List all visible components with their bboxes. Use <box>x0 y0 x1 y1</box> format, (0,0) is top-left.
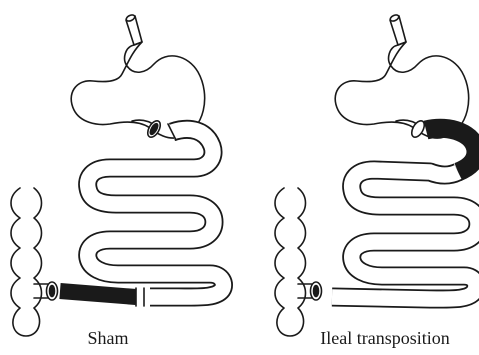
ileal-esophagus <box>389 14 406 45</box>
ileal-duodenal-junction <box>396 119 427 140</box>
sham-ileal-segment <box>60 288 136 306</box>
sham-colon <box>11 188 58 336</box>
sham-duodenal-stump <box>132 119 163 140</box>
sham-esophagus <box>125 14 142 45</box>
ileal-panel <box>275 14 478 336</box>
sham-panel <box>11 14 224 336</box>
sham-small-intestine <box>88 124 224 306</box>
ileal-transposition-label: Ileal transposition <box>292 328 478 349</box>
ileal-colon <box>275 188 322 336</box>
sham-label: Sham <box>38 328 178 349</box>
ileal-small-intestine <box>332 170 478 299</box>
